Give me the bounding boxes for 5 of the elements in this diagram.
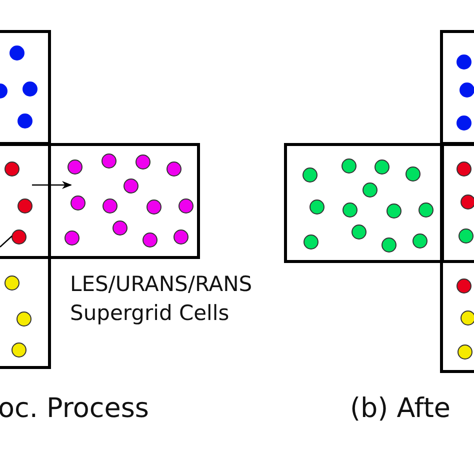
cell-label: LES/URANS/RANS Supergrid Cells (70, 271, 254, 328)
grid-cell (48, 143, 200, 259)
arrow (32, 181, 72, 189)
line (0, 236, 12, 248)
panel-caption: (b) Afte (350, 393, 452, 426)
